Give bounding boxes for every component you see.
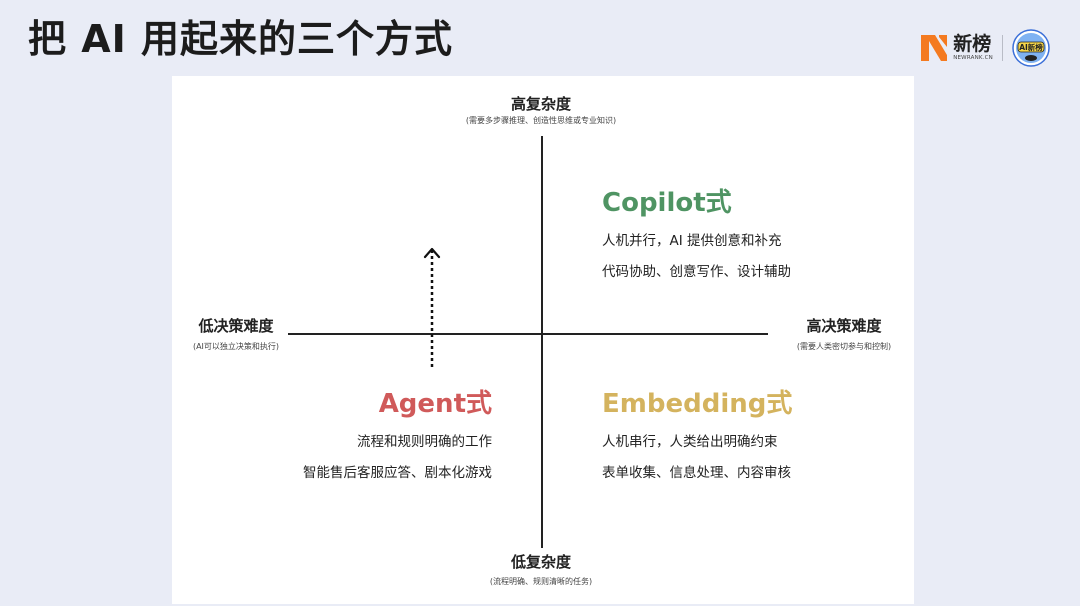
copilot-title: Copilot式 [602,188,732,218]
ai-badge-icon: AI新榜 [1012,29,1050,67]
brand-name-en: NEWRANK.CN [953,54,993,61]
embedding-line-1: 人机串行，人类给出明确约束 [602,434,778,450]
brand-name-cn: 新榜 [953,32,992,55]
agent-line-2: 智能售后客服应答、剧本化游戏 [303,465,492,481]
embedding-title: Embedding式 [602,389,793,419]
agent-title: Agent式 [378,389,492,419]
brand-wordmark: 新榜 NEWRANK.CN [953,32,993,62]
axis-right-note: (需要人类密切参与和控制) [796,342,892,351]
axis-bottom-note: (流程明确、规则清晰的任务) [489,577,593,586]
axis-left-note: (AI可以独立决策和执行) [192,342,280,351]
ai-badge-text: AI新榜 [1019,42,1043,52]
axis-bottom-label: 低复杂度 [510,553,572,571]
axis-top-label: 高复杂度 [510,95,572,113]
brand-logo[interactable]: 新榜 NEWRANK.CN AI新榜 [921,28,1050,68]
vertical-axis [541,136,543,548]
embedding-line-2: 表单收集、信息处理、内容审核 [602,465,791,481]
axis-top-note: (需要多步骤推理、创造性思维或专业知识) [465,116,617,125]
copilot-line-1: 人机并行，AI 提供创意和补充 [602,233,782,249]
horizontal-axis [288,333,768,335]
agent-line-1: 流程和规则明确的工作 [357,434,492,450]
dotted-up-arrow-icon [423,247,441,370]
axis-left-label: 低决策难度 [198,317,274,335]
quadrant-card: 高复杂度 (需要多步骤推理、创造性思维或专业知识) 低复杂度 (流程明确、规则清… [172,76,914,604]
copilot-line-2: 代码协助、创意写作、设计辅助 [602,264,791,280]
logo-divider [1002,35,1003,61]
page-title: 把 AI 用起来的三个方式 [28,17,454,61]
newrank-n-icon [921,35,948,61]
axis-right-label: 高决策难度 [806,317,882,335]
